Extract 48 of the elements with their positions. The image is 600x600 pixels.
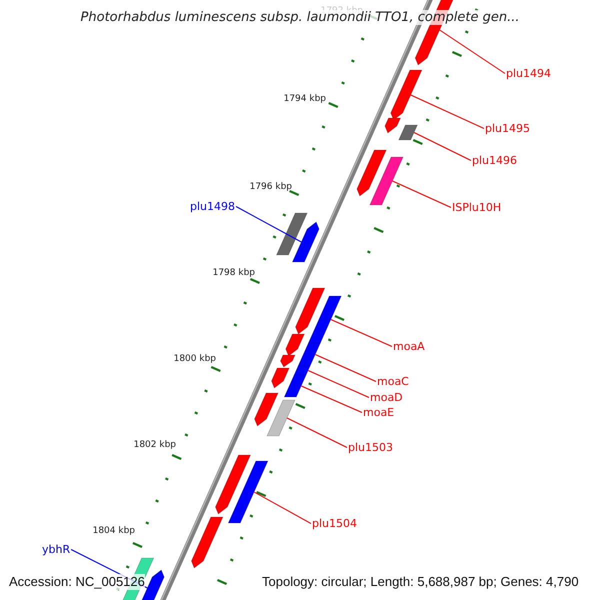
tick-label: 1804 kbp — [92, 526, 135, 537]
gene-label: moaC — [377, 375, 409, 388]
tick-label: 1802 kbp — [134, 440, 176, 451]
gene-label: plu1498 — [190, 200, 236, 213]
tick-label: 1796 kbp — [250, 182, 292, 193]
gene-bar — [292, 222, 320, 262]
leader-line — [410, 94, 484, 129]
leader-line — [414, 132, 472, 161]
footer-text: Topology: circular; Length: 5,688,987 bp; Genes: 4,790 — [262, 574, 579, 590]
gene-label: plu1494 — [506, 67, 552, 80]
footer-text: Accession: NC_005126 — [9, 574, 145, 590]
gene-bar — [191, 516, 224, 568]
gene-bar — [294, 366, 311, 376]
gene-bar — [356, 150, 387, 196]
gene-label: plu1496 — [472, 154, 518, 167]
gene-bar — [266, 400, 296, 436]
gene-bar — [295, 288, 326, 334]
leader-line — [300, 386, 362, 413]
gene-label: moaD — [370, 391, 403, 404]
gene-bar — [254, 392, 279, 426]
leader-line — [236, 206, 302, 242]
gene-label: plu1495 — [485, 122, 530, 135]
gene-bar — [308, 296, 342, 344]
gene-bar — [369, 156, 404, 206]
gene-bar — [215, 454, 251, 514]
leader-line — [254, 492, 312, 524]
gene-label: moaA — [393, 340, 425, 353]
tick-label: 1800 kbp — [174, 354, 216, 365]
gene-bar — [384, 118, 401, 134]
gene-bar — [276, 212, 308, 256]
leader-line — [330, 319, 392, 347]
gene-label: plu1504 — [312, 517, 358, 530]
gene-label: ybhR — [42, 543, 70, 556]
leader-line — [439, 30, 506, 74]
gene-bar — [271, 368, 290, 388]
tick-label: 1794 kbp — [284, 94, 326, 105]
leader-line — [392, 180, 452, 208]
gene-bar — [398, 124, 418, 140]
gene-bar — [390, 70, 422, 120]
leader-line — [308, 370, 370, 398]
leader-line — [314, 354, 376, 382]
gene-label: ISPlu10H — [452, 201, 502, 214]
gene-label: plu1503 — [348, 441, 394, 454]
gene-bar — [280, 354, 296, 368]
leader-line — [286, 418, 348, 448]
gene-bar — [228, 460, 268, 524]
tick-label: 1798 kbp — [212, 268, 255, 279]
gene-label: moaE — [363, 406, 394, 419]
